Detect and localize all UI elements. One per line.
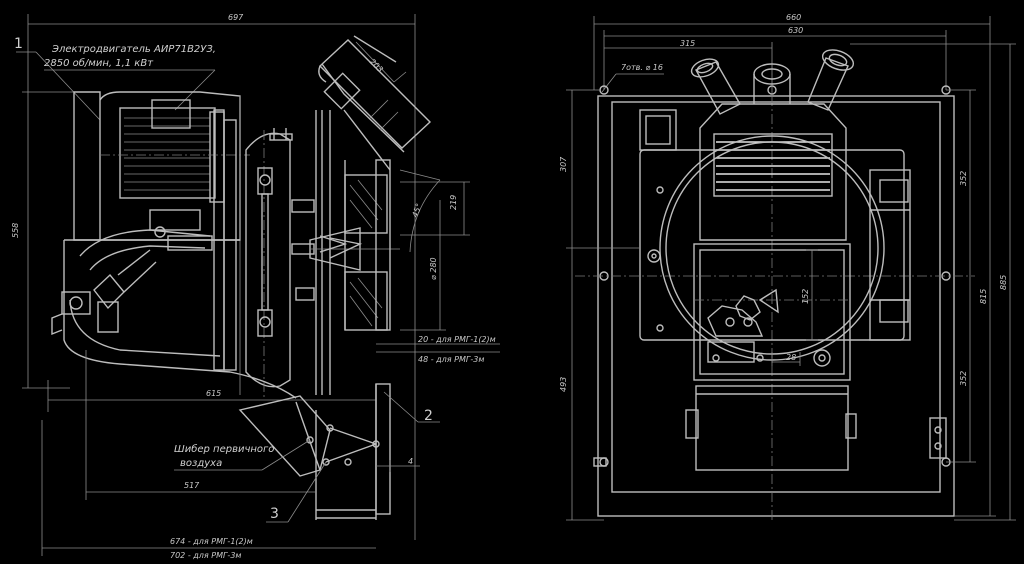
upper-housing — [639, 103, 847, 241]
dim-660: 660 — [593, 13, 991, 90]
damper-note-line2: воздуха — [180, 458, 222, 469]
air-damper — [238, 384, 380, 520]
left-view: 697 558 1 Электродвигатель АИР71В2УЗ, 28… — [11, 13, 500, 560]
dim-label-352-upper: 352 — [959, 171, 968, 186]
lower-box — [593, 385, 947, 471]
shaft-flange — [213, 109, 315, 400]
dim-label-48: 48 - для РМГ-3м — [418, 355, 484, 364]
dim-label-352-lower: 352 — [959, 371, 968, 386]
dim-label-280: ⌀ 280 — [429, 257, 438, 280]
motor-note-line2: 2850 об/мин, 1,1 кВт — [44, 57, 154, 69]
motor-fins — [124, 117, 210, 191]
motor-note-line1: Электродвигатель АИР71В2УЗ, — [51, 44, 216, 55]
damper-note: Шибер первичного воздуха — [174, 439, 311, 471]
dim-493: 493 — [559, 248, 604, 521]
motor-note: 1 Электродвигатель АИР71В2УЗ, 2850 об/ми… — [14, 36, 216, 121]
position-1: 1 — [14, 36, 23, 52]
dim-20-48: 20 - для РМГ-1(2)м 48 - для РМГ-3м — [376, 335, 500, 364]
dim-630: 630 — [603, 26, 947, 90]
dim-885: 885 — [850, 43, 1016, 521]
dim-label-558: 558 — [11, 223, 20, 238]
position-2: 2 — [424, 408, 433, 424]
burner-head — [309, 110, 400, 515]
dim-label-630: 630 — [788, 26, 803, 35]
gas-valve-assembly — [51, 249, 157, 336]
dim-352-upper: 352 — [946, 89, 976, 276]
dim-203: 203 — [355, 41, 407, 83]
damper-note-line1: Шибер первичного — [174, 443, 274, 455]
dim-label-307: 307 — [559, 156, 568, 172]
dim-label-45: 45° — [410, 202, 423, 218]
dim-label-219: 219 — [449, 195, 458, 210]
front-panel — [693, 243, 851, 381]
holes-label: 7отв. ⌀ 16 — [621, 63, 663, 72]
fan-housing — [63, 96, 297, 399]
dim-307: 307 — [559, 89, 640, 249]
right-view: 660 630 315 7отв. ⌀ 16 — [559, 13, 1016, 521]
dim-label-815: 815 — [979, 289, 988, 304]
dim-label-697: 697 — [228, 13, 244, 22]
dim-152: 152 — [801, 249, 818, 341]
dim-label-4: 4 — [408, 457, 413, 466]
dim-697: 697 — [27, 13, 416, 540]
dim-label-615: 615 — [206, 389, 221, 398]
dim-label-20: 20 - для РМГ-1(2)м — [418, 335, 496, 344]
dim-label-315: 315 — [680, 39, 695, 48]
dim-517: 517 — [85, 350, 316, 500]
top-nozzles — [690, 49, 855, 115]
dim-352-lower: 352 — [946, 276, 976, 463]
fan-ring — [639, 135, 911, 361]
dim-diameter-280: ⌀ 280 — [400, 200, 446, 331]
dim-4: 4 — [376, 457, 420, 472]
dim-28: 28 — [771, 352, 801, 366]
dim-label-28: 28 — [786, 353, 796, 362]
dim-label-517: 517 — [184, 481, 200, 490]
dim-label-203: 203 — [368, 57, 385, 74]
dim-219: 219 — [400, 181, 470, 236]
inclined-intake — [318, 35, 432, 171]
position-3: 3 — [270, 506, 279, 522]
fire-tube-hatch — [349, 179, 383, 327]
dim-674-702: 674 - для РМГ-1(2)м 702 - для РМГ-3м — [41, 420, 376, 560]
holes-note: 7отв. ⌀ 16 — [601, 63, 664, 93]
dim-label-152: 152 — [801, 289, 810, 304]
dim-label-885: 885 — [999, 275, 1008, 290]
dim-label-674: 674 - для РМГ-1(2)м — [170, 537, 253, 546]
leader-3: 3 — [266, 461, 327, 523]
dim-label-493: 493 — [559, 377, 568, 392]
dim-815: 815 — [954, 90, 996, 517]
dim-label-660: 660 — [786, 13, 801, 22]
dim-label-702: 702 - для РМГ-3м — [170, 551, 241, 560]
dim-615: 615 — [47, 380, 376, 412]
leader-2: 2 — [383, 391, 440, 424]
